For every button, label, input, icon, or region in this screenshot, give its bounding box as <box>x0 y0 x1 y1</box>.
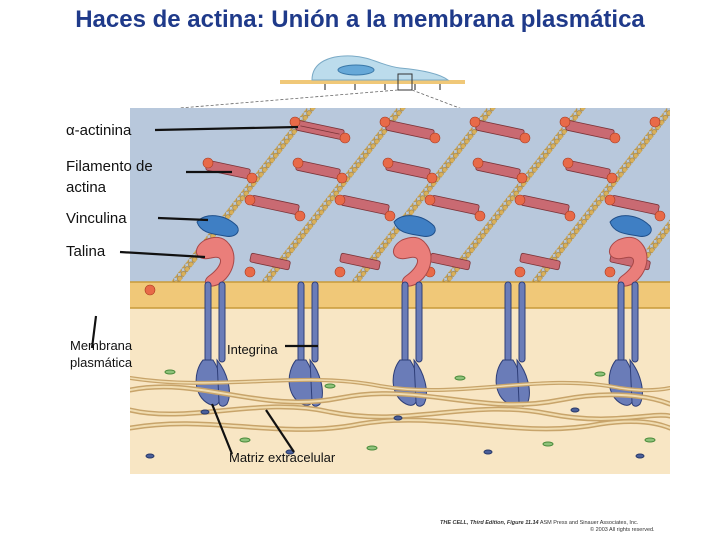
label-membrane-2: plasmática <box>70 355 133 370</box>
label-actin-filament-1: Filamento de <box>66 158 153 175</box>
leader-alpha-actinin <box>154 125 299 132</box>
credit-publisher: ASM Press and Sinauer Associates, Inc. <box>539 520 639 526</box>
leader-ecm-2 <box>265 409 295 453</box>
label-alpha-actinin: α-actinina <box>66 122 132 139</box>
leader-membrane <box>90 315 98 349</box>
credit-rights: © 2003 All rights reserved. <box>590 527 655 533</box>
adhesion-unit <box>495 281 530 407</box>
label-vinculin: Vinculina <box>66 210 127 227</box>
integrin <box>495 281 530 407</box>
vinculin <box>393 215 436 237</box>
label-actin-filament-2: actina <box>66 179 107 196</box>
vinculin <box>609 215 652 237</box>
label-talin: Talina <box>66 243 106 260</box>
extracellular-matrix <box>130 376 670 432</box>
leader-ecm-1 <box>210 403 234 455</box>
credit-source: THE CELL, Third Edition, Figure 11.14 <box>440 520 539 526</box>
actin-filament <box>486 108 670 282</box>
ecm-particles <box>145 369 656 459</box>
adhesion-unit <box>288 281 323 407</box>
figure-credit: THE CELL, Third Edition, Figure 11.14 AS… <box>440 520 712 534</box>
leader-lines <box>90 125 318 455</box>
page-title: Haces de actina: Unión a la membrana pla… <box>75 6 645 33</box>
label-integrin: Integrina <box>227 342 278 357</box>
integrin <box>288 281 323 407</box>
leader-vinculin <box>157 216 209 222</box>
label-ecm: Matriz extracelular <box>229 450 336 465</box>
alpha-actinin-heads <box>144 116 666 296</box>
alpha-actinin-crosslinks <box>205 120 660 215</box>
label-membrane-1: Membrana <box>70 338 133 353</box>
cell-thumbnail <box>179 55 471 113</box>
leader-talin <box>119 250 206 259</box>
